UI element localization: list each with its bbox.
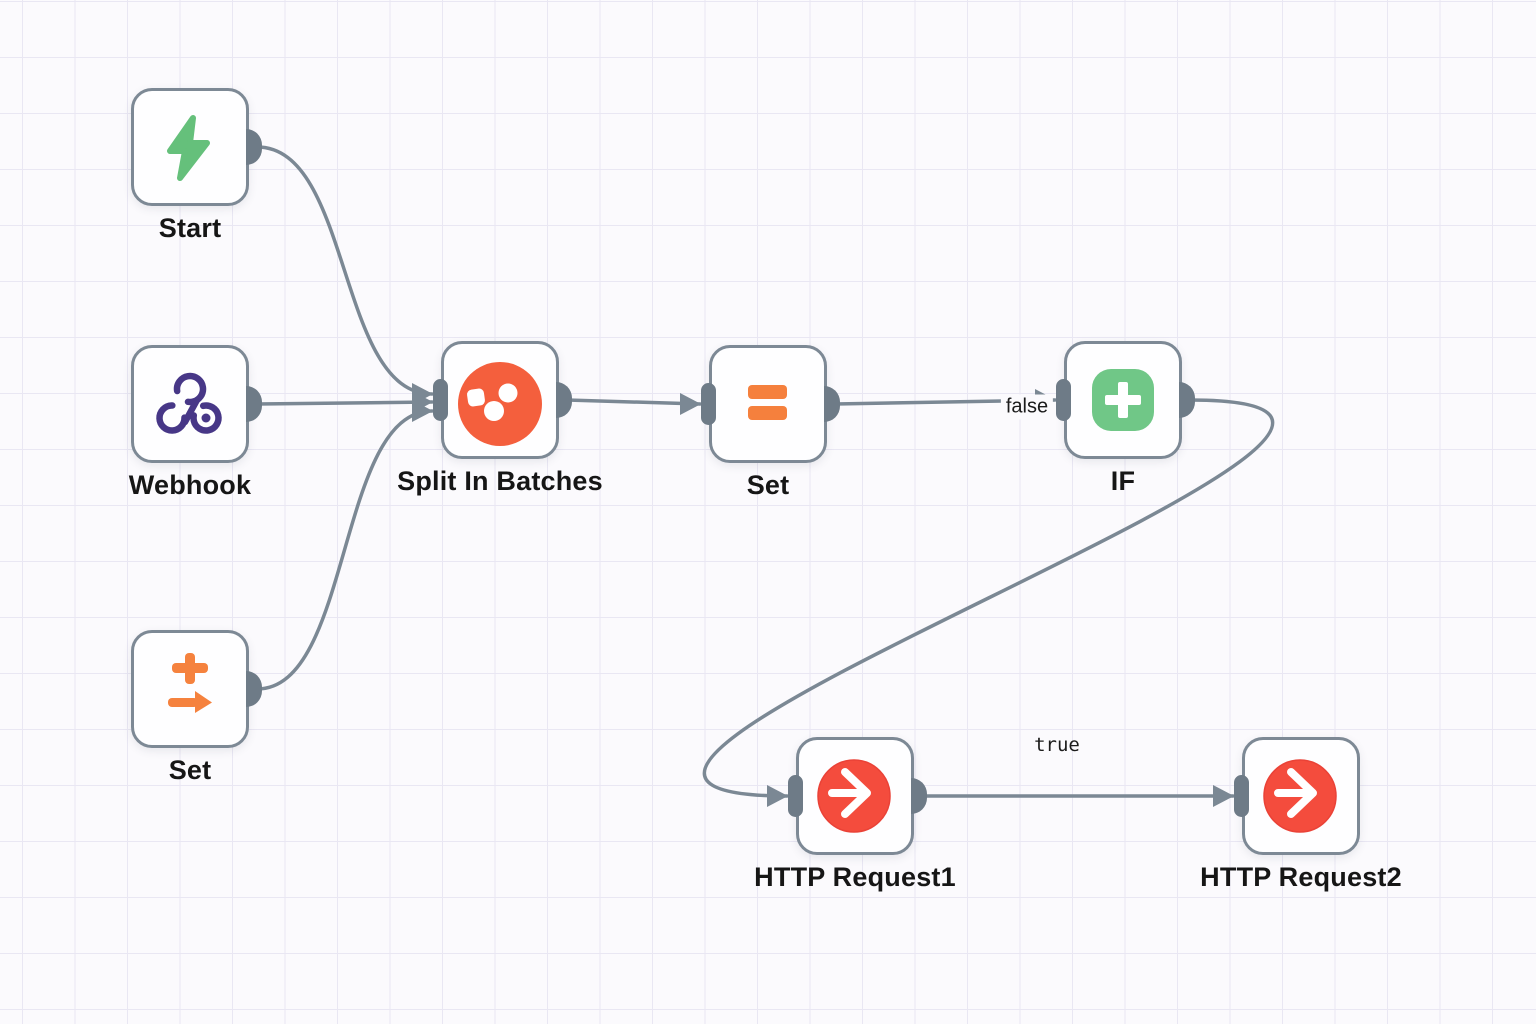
node-set[interactable]: Set: [701, 345, 840, 500]
lightning-bolt-icon: [167, 115, 210, 181]
node-label: Webhook: [128, 470, 252, 500]
node-set-left[interactable]: Set: [131, 630, 262, 785]
edge-arrowhead: [412, 400, 433, 422]
edge-start-to-split-in-batches[interactable]: [255, 145, 434, 396]
node-start[interactable]: Start: [131, 88, 262, 243]
input-connector[interactable]: [1234, 775, 1249, 817]
webhook-icon: [156, 372, 222, 434]
edge-if-to-http-request-1[interactable]: [702, 398, 1275, 798]
split-in-batches-icon: [458, 362, 542, 446]
node-label: HTTP Request2: [1200, 862, 1402, 892]
output-connector[interactable]: [1179, 382, 1195, 418]
node-label: Set: [746, 470, 790, 500]
node-http-request-2[interactable]: HTTP Request2: [1200, 737, 1402, 892]
node-label: Start: [158, 213, 222, 243]
node-http-request-1[interactable]: HTTP Request1: [754, 737, 956, 892]
if-plus-icon: [1092, 369, 1154, 431]
edge-label-false: false: [1000, 394, 1054, 420]
edge-arrowhead: [680, 393, 701, 415]
node-split-in-batches[interactable]: Split In Batches: [397, 341, 603, 496]
edge-arrowhead: [767, 785, 788, 807]
input-connector[interactable]: [701, 383, 716, 425]
equals-icon: [748, 385, 787, 420]
output-connector[interactable]: [556, 382, 572, 418]
node-webhook[interactable]: Webhook: [129, 345, 262, 500]
node-if[interactable]: IF: [1056, 341, 1195, 496]
output-connector[interactable]: [246, 129, 262, 165]
http-request-icon: [817, 759, 891, 833]
node-label: Split In Batches: [397, 466, 603, 496]
edge-arrowhead: [1213, 785, 1234, 807]
output-connector[interactable]: [246, 671, 262, 707]
output-connector[interactable]: [824, 386, 840, 422]
input-connector[interactable]: [788, 775, 803, 817]
edge-split-in-batches-to-set[interactable]: [565, 398, 702, 406]
output-connector[interactable]: [246, 386, 262, 422]
input-connector[interactable]: [433, 379, 448, 421]
input-connector[interactable]: [1056, 379, 1071, 421]
http-request-icon: [1263, 759, 1337, 833]
edge-webhook-to-split-in-batches[interactable]: [255, 400, 434, 406]
edge-label-true: true: [1034, 734, 1080, 756]
node-label: HTTP Request1: [754, 862, 956, 892]
edge-set-left-to-split-in-batches[interactable]: [255, 409, 434, 691]
output-connector[interactable]: [911, 778, 927, 814]
set-icon: [168, 653, 212, 713]
node-label: Set: [168, 755, 212, 785]
node-label: IF: [1110, 466, 1136, 496]
